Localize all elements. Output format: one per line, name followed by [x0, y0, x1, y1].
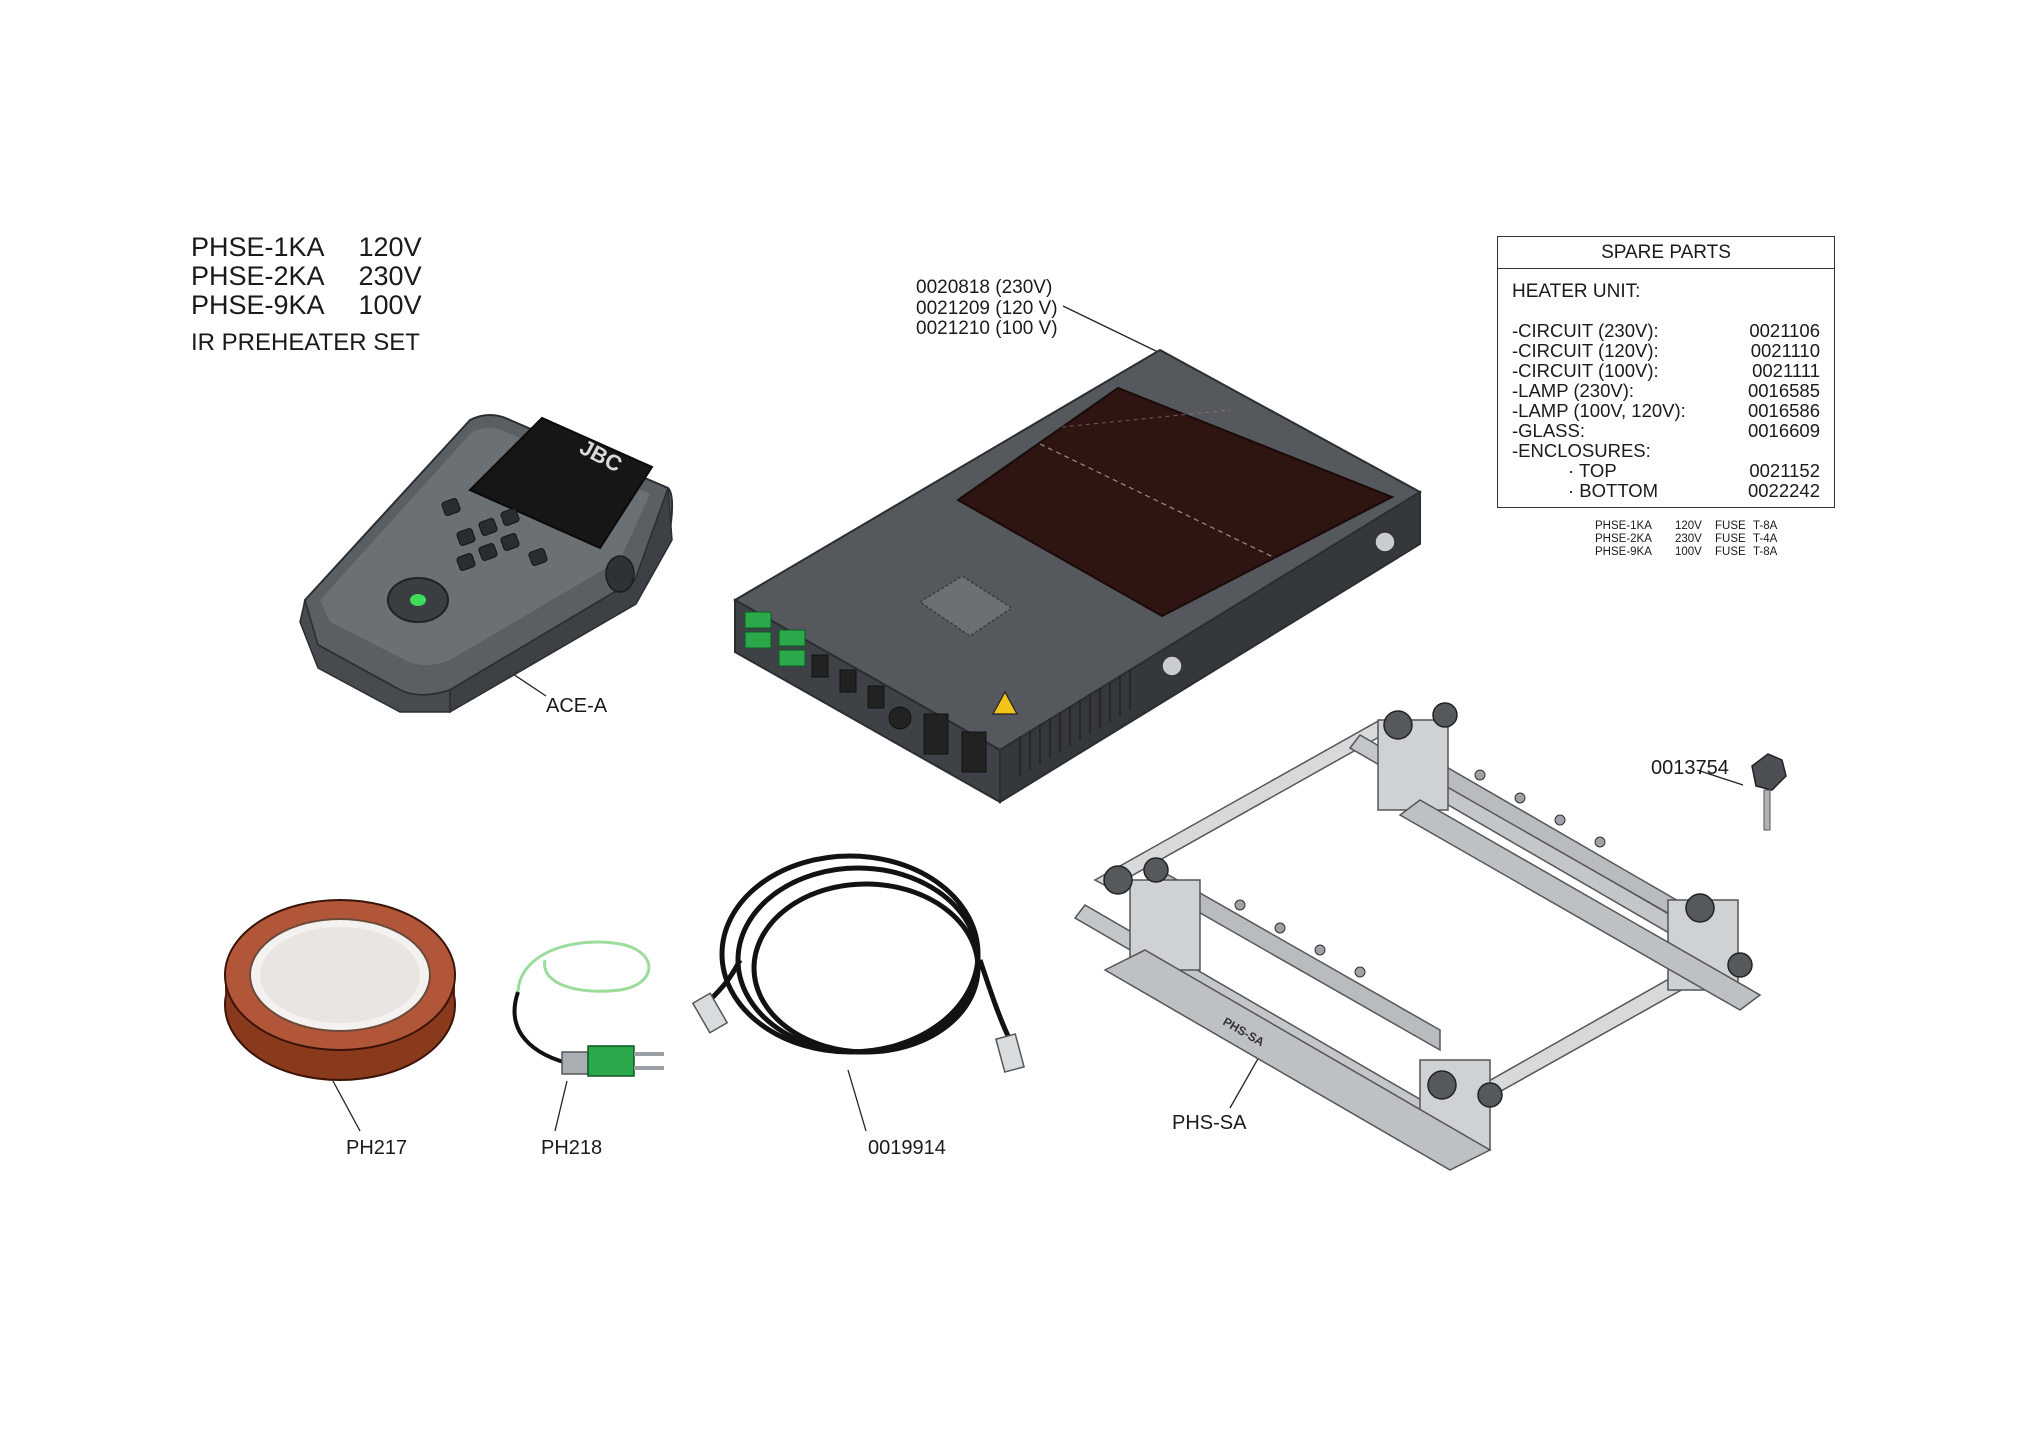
model-code: PHSE-1KA: [191, 232, 325, 262]
heater-part-100v: 0021210 (100 V): [916, 318, 1058, 340]
tape-leader: [332, 1080, 361, 1132]
holder-label: PHS-SA: [1172, 1112, 1247, 1134]
spare-code: 0021110: [1750, 340, 1820, 361]
spare-label: -LAMP (100V, 120V):: [1512, 400, 1686, 421]
controller-unit: JBC: [299, 414, 674, 714]
spare-parts-heading: HEATER UNIT:: [1512, 281, 1641, 302]
spare-code: 0016585: [1747, 380, 1820, 401]
fuse-row: PHSE-9KA 100V FUSE T-8A: [1595, 546, 1777, 559]
spare-label: -GLASS:: [1512, 420, 1585, 441]
spare-label: · TOP: [1568, 460, 1617, 481]
spare-parts-table: SPARE PARTS HEATER UNIT: -CIRCUIT (230V)…: [1497, 236, 1835, 508]
fuse-model: PHSE-2KA: [1595, 533, 1652, 545]
spare-label: -CIRCUIT (230V):: [1512, 320, 1659, 341]
thermocouple: [512, 940, 664, 1077]
heater-part-230v: 0020818 (230V): [916, 277, 1053, 298]
thermocouple-leader: [554, 1080, 568, 1132]
model-voltage: 120V: [358, 232, 422, 262]
spare-label: · BOTTOM: [1568, 480, 1659, 501]
model-code: PHSE-9KA: [191, 290, 325, 320]
heater-leader: [1062, 305, 1159, 353]
spare-code: 0021106: [1749, 320, 1820, 341]
heater-callout: 0020818 (230V) 0021209 (120 V) 0021210 (…: [916, 277, 1058, 340]
tape-label: PH217: [346, 1137, 408, 1159]
fuse-word: FUSE: [1715, 546, 1746, 558]
fuse-voltage: 230V: [1675, 533, 1702, 545]
fuse-rating: T-8A: [1753, 520, 1778, 532]
fuse-model: PHSE-1KA: [1595, 520, 1652, 532]
model-row-3: PHSE-9KA 100V: [191, 292, 422, 319]
fuse-model: PHSE-9KA: [1595, 546, 1652, 558]
spare-parts-title: SPARE PARTS: [1498, 237, 1834, 269]
fuse-word: FUSE: [1715, 520, 1746, 532]
controller-label: ACE-A: [546, 695, 608, 717]
knob-label: 0013754: [1651, 757, 1729, 779]
spare-code: 0016586: [1747, 400, 1820, 421]
model-voltage: 230V: [358, 261, 422, 291]
heater-unit: [732, 348, 1422, 804]
cable-label: 0019914: [868, 1137, 946, 1159]
spare-knob: [1751, 753, 1787, 831]
knob-leader: [1696, 769, 1744, 786]
fuse-word: FUSE: [1715, 533, 1746, 545]
cable-plugs: [691, 992, 1025, 1073]
fuse-rating: T-4A: [1753, 533, 1778, 545]
fuse-voltage: 100V: [1675, 546, 1702, 558]
tape-roll: [224, 899, 456, 1081]
spare-code: 0022242: [1747, 480, 1820, 501]
fuse-rating: T-8A: [1753, 546, 1778, 558]
spare-label: -CIRCUIT (100V):: [1512, 360, 1659, 381]
spare-code: 0021111: [1752, 360, 1820, 381]
fuse-row: PHSE-2KA 230V FUSE T-4A: [1595, 533, 1777, 546]
spare-code: 0021152: [1749, 460, 1820, 481]
fuse-voltage: 120V: [1675, 520, 1702, 532]
heater-part-120v: 0021209 (120 V): [916, 297, 1058, 319]
spare-code: 0016609: [1747, 420, 1820, 441]
set-subtitle: IR PREHEATER SET: [191, 329, 420, 356]
pcb-holder: PHS-SA: [1073, 702, 1762, 1171]
model-row-1: PHSE-1KA 120V: [191, 234, 422, 261]
fuse-row: PHSE-1KA 120V FUSE T-8A: [1595, 520, 1777, 533]
spare-label: -CIRCUIT (120V):: [1512, 340, 1659, 361]
model-code: PHSE-2KA: [191, 261, 325, 291]
network-cable: [708, 853, 1013, 1055]
fuse-table: PHSE-1KA 120V FUSE T-8A PHSE-2KA 230V FUSE T-4…: [1595, 520, 1777, 559]
spare-label: -LAMP (230V):: [1512, 380, 1635, 401]
model-voltage: 100V: [358, 290, 422, 320]
cable-leader: [847, 1069, 867, 1132]
model-row-2: PHSE-2KA 230V: [191, 263, 422, 290]
spare-label: -ENCLOSURES:: [1512, 440, 1651, 461]
thermocouple-label: PH218: [541, 1137, 603, 1159]
